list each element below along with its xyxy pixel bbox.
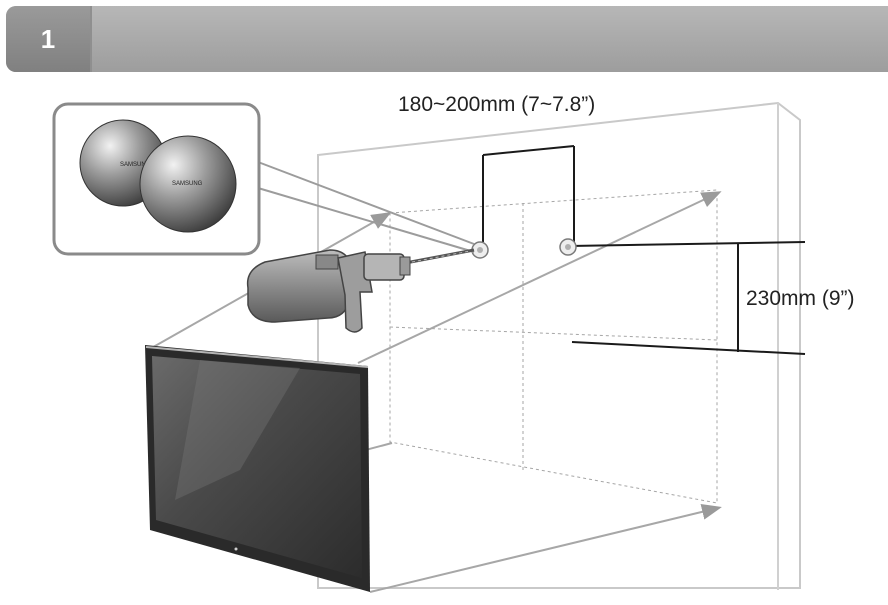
vertical-spacing-label: 230mm (9”) — [746, 287, 855, 310]
anchor-left-icon — [471, 241, 489, 259]
step-badge: 1 — [6, 6, 90, 72]
tv-outline-dotted — [389, 189, 718, 504]
cap-right-brand: SAMSUNG — [172, 181, 203, 187]
cap-left-brand: SAMSUNG — [120, 162, 151, 168]
anchor-right-icon — [559, 238, 577, 256]
dimension-lines — [482, 145, 806, 355]
step-number: 1 — [40, 24, 56, 54]
drill-icon — [246, 248, 475, 333]
tv-icon — [145, 345, 370, 592]
horizontal-spacing-label: 180~200mm (7~7.8”) — [398, 93, 596, 116]
header-bar — [6, 6, 888, 72]
header-divider — [90, 6, 92, 72]
cap-right-icon: SAMSUNG — [139, 135, 237, 233]
